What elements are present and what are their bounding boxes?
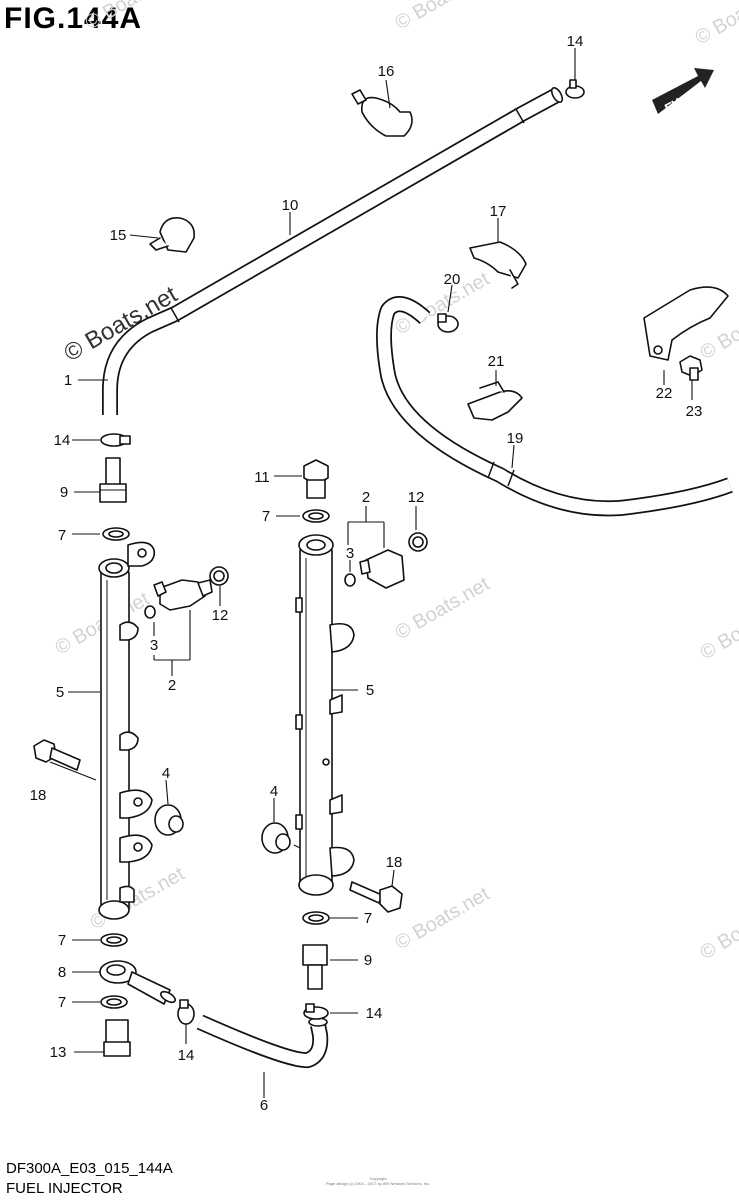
callout-14: 14 [567,33,584,50]
fuel-hose-10 [102,86,564,415]
forward-arrow-icon: FWD [652,68,714,117]
fuel-rail-right [295,534,355,896]
callout-12: 12 [212,607,229,624]
callout-22: 22 [656,385,673,402]
callout-7: 7 [58,994,66,1011]
callout-5: 5 [56,684,64,701]
watermark-text: © Boats.net [697,593,739,665]
bolt-23 [679,355,703,381]
callout-17: 17 [490,203,507,220]
callout-10: 10 [282,197,299,214]
callout-labels: 14 16 10 15 17 20 1 21 22 23 14 19 11 9 … [30,33,703,1114]
fuel-injector-left [144,566,229,619]
callout-4: 4 [270,783,278,800]
clip-16 [351,89,413,137]
callout-14: 14 [178,1047,195,1064]
union-8 [99,960,177,1005]
callout-12: 12 [408,489,425,506]
clamp-20 [437,313,459,333]
callout-7: 7 [58,527,66,544]
callout-9: 9 [60,484,68,501]
callout-7: 7 [58,932,66,949]
clamp-14-bottom-left [177,999,195,1025]
watermark-text: © Boats.net [82,0,184,34]
clamp-14-top [565,79,585,99]
figure-name: FUEL INJECTOR [6,1180,123,1197]
callout-7: 7 [364,910,372,927]
washer-7-hole [308,914,324,922]
bolt-18-right [349,881,403,913]
callout-18: 18 [30,787,47,804]
clip-17 [469,241,527,289]
watermark-text: © Boats.net [392,573,494,645]
clip-15 [149,216,196,253]
union-bolt-9-right [302,944,328,990]
bracket-22 [643,286,729,361]
callout-11: 11 [254,469,270,486]
callout-3: 3 [150,637,158,654]
fuel-injector-right [344,532,428,589]
spacer-left-hole [168,815,184,833]
callout-14: 14 [54,432,71,449]
watermark-text: © Boats.net [392,0,494,34]
callout-2: 2 [168,677,176,694]
callout-15: 15 [110,227,127,244]
washer-7-hole [108,530,124,538]
union-bolt-11 [303,459,329,499]
spacer-right-hole [275,833,291,851]
callout-16: 16 [378,63,395,80]
callout-23: 23 [686,403,703,420]
callout-20: 20 [444,271,461,288]
bolt-18-left [33,739,81,771]
figure-title: FIG.144A [4,2,143,35]
callout-13: 13 [50,1044,67,1061]
fuel-hose-19 [376,296,733,517]
copyright-notice: Copyright Page design (c) 2004 - 2017 by… [318,1176,438,1186]
watermark-text: © Boats.net [392,883,494,955]
washer-7-hole [106,998,122,1006]
callout-6: 6 [260,1097,268,1114]
callout-5: 5 [366,682,374,699]
copyright-line: Copyright [369,1176,387,1181]
watermark-text: © Boats.net [697,893,739,965]
clip-21 [467,381,523,421]
callout-8: 8 [58,964,66,981]
washer-7-hole [308,512,324,520]
leader-lines [49,48,693,1098]
callout-4: 4 [162,765,170,782]
union-bolt-9-left [99,457,127,503]
callout-9: 9 [364,952,372,969]
fuel-rail-left [98,541,156,920]
callout-7: 7 [262,508,270,525]
clamp-14-bottom-right [303,1003,329,1020]
figure-code: DF300A_E03_015_144A [6,1160,173,1177]
union-bolt-13 [103,1019,131,1057]
callout-1: 1 [64,372,72,389]
fuel-hose-6 [196,1014,329,1069]
callout-3: 3 [346,545,354,562]
callout-18: 18 [386,854,403,871]
callout-21: 21 [488,353,505,370]
washer-7-hole [106,936,122,944]
clamp-14-left [100,433,131,447]
callout-14: 14 [366,1005,383,1022]
callout-2: 2 [362,489,370,506]
watermark-text: © Boats.net [692,0,739,49]
callout-19: 19 [507,430,524,447]
copyright-line: Page design (c) 2004 - 2017 by ARI Netwo… [325,1181,431,1186]
